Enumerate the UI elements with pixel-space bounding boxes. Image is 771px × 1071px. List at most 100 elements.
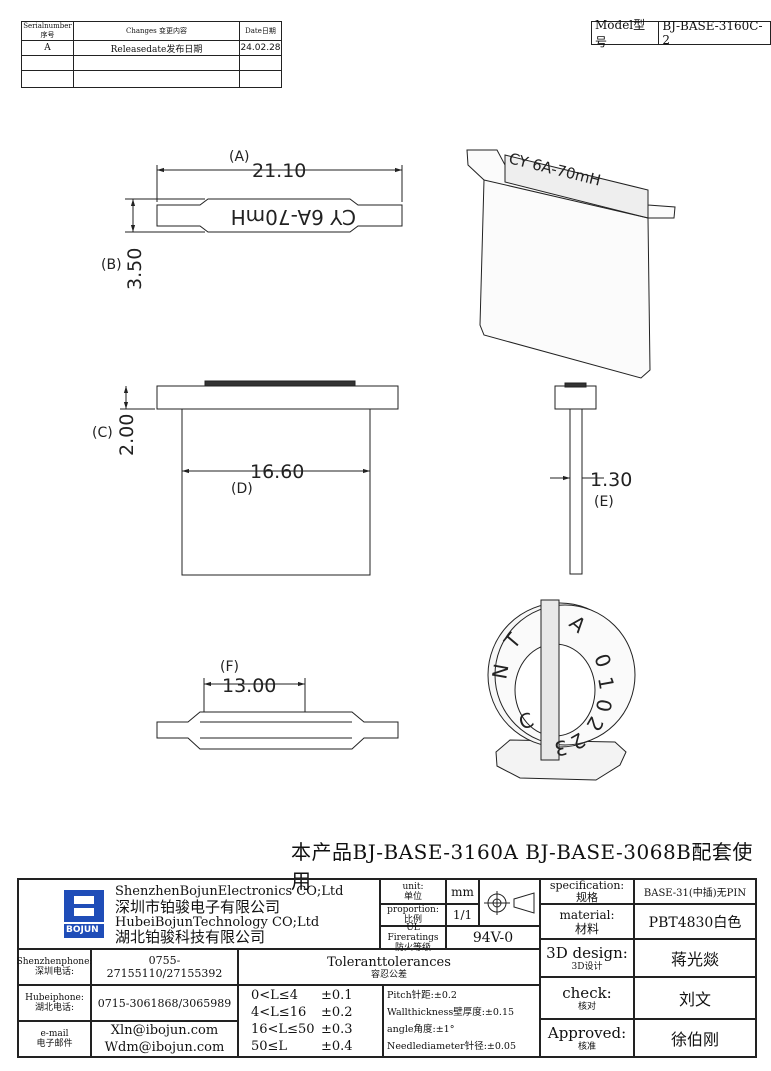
proportion-value: 1/1 [446,904,479,926]
dim-a-value: 21.10 [252,160,306,182]
dim-d-value: 16.60 [250,461,304,483]
dim-f-label: (F) [220,659,239,675]
logo-text: BOJUN [66,925,99,935]
contact-label: Shenzhenphone:深圳电话: [16,949,93,985]
unit-label-en: unit: [402,881,424,892]
title-block: BOJUN ShenzhenBojunElectronics CO;Ltd 深圳… [17,878,757,1058]
contact-value: 0755-27155110/27155392 [91,949,238,985]
dim-e-label: (E) [594,494,614,510]
dim-c-label: (C) [92,425,113,441]
dim-f-value: 13.00 [222,675,276,697]
dim-b-label: (B) [101,257,122,273]
tol-value: ±0.2 [321,1005,353,1020]
toroid-letter: 3 [553,735,570,761]
dim-a-label: (A) [229,149,250,165]
company-cn2: 湖北铂骏科技有限公司 [115,928,266,946]
contact-label-en: Hubeiphone: [25,993,84,1003]
tol-range: 50≤L [251,1039,288,1054]
top-view [125,165,403,233]
toroid-letter: 1 [593,675,619,692]
tol-value: ±0.1 [321,988,353,1003]
tol-value: ±0.3 [321,1022,353,1037]
render-3d-part [466,149,676,379]
design-label-cn: 3D设计 [571,962,603,972]
design-value: 蒋光燚 [634,939,756,977]
bojun-logo [64,890,104,938]
side-view [550,382,604,575]
unit-label-cn: 单位 [403,891,422,902]
usage-note: 本产品BJ-BASE-3160A BJ-BASE-3068B配套使用 [291,840,753,893]
material-label-en: material: [559,907,615,922]
contact-label-cn: 湖北电话: [34,1003,75,1013]
tol-note: angle角度:±1° [387,1024,455,1035]
company-en1: ShenzhenBojunElectronics CO;Ltd [115,884,344,899]
check-label-cn: 核对 [577,1002,596,1012]
tolerance-notes: Pitch针距:±0.2 Wallthickness壁厚度:±0.15 angl… [383,985,540,1057]
spec-label-cn: 规格 [576,890,598,904]
top-marking: CY 6A-70mH [231,205,356,229]
bottom-view [156,678,399,750]
front-view [120,380,399,576]
tol-range: 0<L≤4 [251,988,298,1003]
tol-range: 16<L≤50 [251,1022,315,1037]
model-value: BJ-BASE-3160C-2 [658,19,770,47]
company-cn1: 深圳市铂骏电子有限公司 [115,898,281,916]
approved-value: 徐伯刚 [634,1019,756,1057]
contact-label-en: e-mail [40,1029,69,1039]
company-cell: BOJUN ShenzhenBojunElectronics CO;Ltd 深圳… [18,879,380,949]
tol-value: ±0.4 [321,1039,353,1054]
contact-label-en: Shenzhenphone: [16,957,93,967]
spec-label: specification:规格 [540,879,634,904]
contact-label-cn: 深圳电话: [34,967,75,977]
email-value[interactable]: Wdm@ibojun.com [104,1040,225,1055]
rev-cell [239,70,282,88]
material-label-cn: 材料 [574,921,599,936]
contact-label: Hubeiphone:湖北电话: [18,985,91,1021]
approved-label-cn: 核准 [577,1042,596,1052]
email-value[interactable]: Xln@ibojun.com [110,1023,219,1038]
company-en2: HubeiBojunTechnology CO;Ltd [115,915,320,930]
dim-c-value: 2.00 [116,414,138,456]
tol-note: Wallthickness壁厚度:±0.15 [387,1007,515,1018]
render-3d-toroid [487,599,636,781]
check-label-en: check: [562,984,612,1002]
technical-drawing: (A) 21.10 (B) 3.50 CY 6A-70mH CY 6A-70mH… [92,149,676,781]
proportion-label-en: proportion: [387,905,439,915]
contact-value: 0715-3061868/3065989 [91,985,238,1021]
design-label-en: 3D design: [546,944,628,962]
unit-value: mm [446,879,479,904]
proportion-label-cn: 比例 [403,915,422,925]
tolerance-ranges: 0<L≤4 ±0.1 4<L≤16 ±0.2 16<L≤50 ±0.3 50≤L ±0.… [238,985,383,1057]
material-value: PBT4830白色 [634,904,756,939]
toroid-letter: N [487,662,513,681]
projection-symbol-icon [479,879,540,926]
tol-note: Needlediameter针径:±0.05 [387,1041,517,1052]
check-label: check:核对 [540,977,634,1019]
ul-label-cn: 防火等级 [394,942,431,953]
spec-value: BASE-31(中插)无PIN [634,879,756,904]
projection-icon [483,890,534,915]
material-label: material:材料 [540,904,634,939]
check-value: 刘文 [634,977,756,1019]
spec-label-en: specification: [549,878,625,892]
tolerance-title-en: Toleranttolerances [327,954,451,970]
tol-note: Pitch针距:±0.2 [387,990,457,1001]
ul-value: 94V-0 [446,926,540,949]
unit-label: unit:单位 [380,879,446,904]
dim-d-label: (D) [231,481,253,497]
contact-label-cn: 电子邮件 [36,1039,73,1049]
toroid-letter: 0 [591,697,617,714]
dim-e-value: 1.30 [590,469,632,491]
dim-b-value: 3.50 [124,248,146,290]
ul-label-en: UL Fireratings [387,922,439,943]
proportion-label: proportion:比例 [380,904,446,926]
tolerance-title-cn: 容忍公差 [370,969,407,980]
tol-range: 4<L≤16 [251,1005,307,1020]
design-label: 3D design:3D设计 [540,939,634,977]
approved-label: Approved:核准 [540,1019,634,1057]
